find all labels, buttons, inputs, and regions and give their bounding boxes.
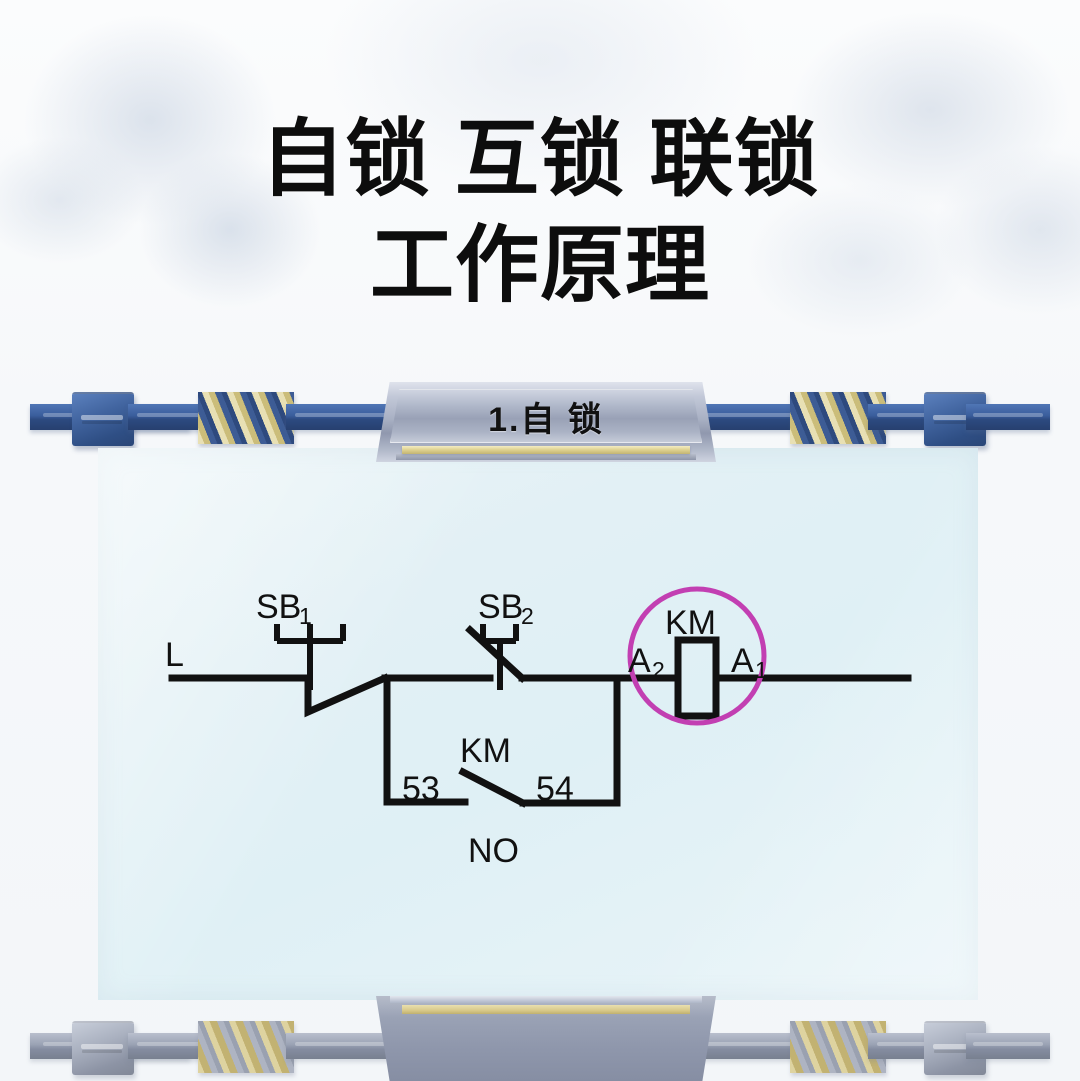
diagram-panel: [98, 448, 978, 1000]
sb1-contact-nc: [304, 673, 390, 718]
label-L: L: [165, 636, 184, 674]
label-sb2-subscript: 2: [521, 603, 534, 629]
km-coil-symbol: [674, 636, 720, 720]
label-km-a2: A: [628, 642, 651, 680]
page-title: 自锁 互锁 联锁 工作原理: [0, 112, 1080, 312]
banner-lip: [396, 454, 696, 460]
rail-b-segment-left-to-plaque: [286, 1033, 396, 1059]
title-line-1: 自锁 互锁 联锁: [260, 112, 820, 206]
label-aux-53: 53: [402, 770, 440, 808]
label-aux-54: 54: [536, 770, 574, 808]
section-banner: 1.自 锁: [376, 382, 716, 462]
label-km-aux: KM: [460, 732, 511, 770]
decorative-rail-bottom: [0, 985, 1080, 1081]
label-km-a1-subscript: 1: [755, 657, 768, 683]
rail-b-knob-left: [72, 1021, 134, 1075]
label-aux-no: NO: [468, 832, 519, 870]
banner-gold-strip: [402, 446, 690, 454]
sb1-actuator: [274, 624, 346, 690]
rail-segment-left-to-plaque: [286, 404, 396, 430]
km-aux-contact-no: [458, 767, 528, 808]
sb2-contact-no: [465, 625, 527, 683]
sb2-actuator: [480, 624, 519, 690]
label-km-coil: KM: [665, 604, 716, 642]
label-sb1: SB: [256, 588, 301, 626]
decorative-rail-top: [0, 378, 1080, 474]
bottom-plaque-gold-strip: [402, 1005, 690, 1014]
highlight-circle-km-coil: [627, 586, 767, 726]
banner-inner: 1.自 锁: [390, 389, 702, 443]
title-line-2: 工作原理: [369, 218, 710, 313]
panel-sheen: [98, 448, 978, 1000]
rail-b-segment-right-outer: [966, 1033, 1050, 1059]
bottom-plaque: [376, 996, 716, 1081]
rail-b-hatch-left: [198, 1021, 294, 1073]
rail-segment-right-outer: [966, 404, 1050, 430]
banner-label: 1.自 锁: [488, 400, 604, 439]
rail-knob-left: [72, 392, 134, 446]
rail-hatch-left: [198, 392, 294, 444]
bottom-plaque-top-edge: [390, 996, 702, 1003]
label-km-a2-subscript: 2: [652, 657, 665, 683]
label-sb1-subscript: 1: [299, 603, 312, 629]
label-sb2: SB: [478, 588, 523, 626]
label-km-a1: A: [731, 642, 754, 680]
